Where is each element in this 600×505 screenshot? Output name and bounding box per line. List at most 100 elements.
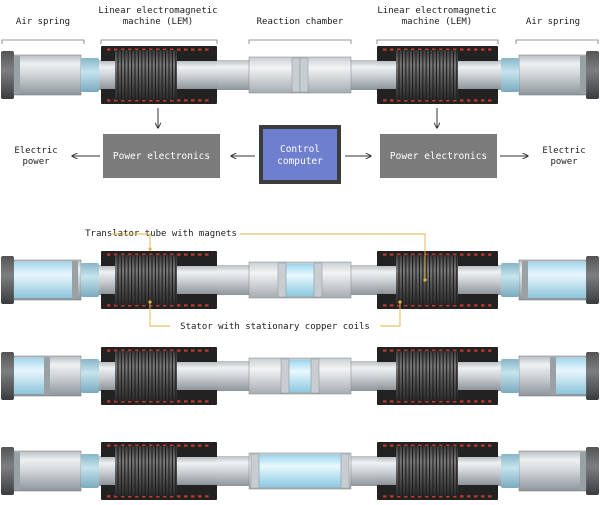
copper-coil-left: [149, 304, 153, 307]
lem-label-left-line1: Linear electromagnetic: [98, 6, 217, 16]
reaction-chamber-gas: [285, 263, 315, 297]
copper-coil-right: [425, 304, 429, 307]
copper-coil-left: [107, 304, 111, 307]
copper-coil-right: [467, 99, 471, 102]
copper-coil-left: [149, 99, 153, 102]
copper-coil-right: [439, 444, 443, 447]
copper-coil-right: [453, 444, 457, 447]
copper-coil-left: [121, 304, 125, 307]
air-spring-cylinder-right: [518, 450, 587, 492]
copper-coil-right: [432, 349, 436, 352]
copper-coil-left: [205, 400, 209, 403]
copper-coil-left: [184, 444, 188, 447]
air-spring-label-right: Air spring: [526, 17, 580, 27]
copper-coil-left: [121, 349, 125, 352]
electric-power-label-right-line2: power: [550, 157, 578, 167]
control-computer-label-line1: Control: [280, 144, 320, 155]
copper-coil-right: [418, 495, 422, 498]
copper-coil-right: [390, 444, 394, 447]
copper-coil-left: [107, 349, 111, 352]
copper-coil-left: [191, 349, 195, 352]
copper-coil-right: [446, 444, 450, 447]
stator-callout-line: [149, 302, 401, 327]
copper-coil-left: [149, 495, 153, 498]
lem-bracket-left: [100, 39, 218, 44]
copper-coil-right: [460, 400, 464, 403]
copper-coil-right: [397, 304, 401, 307]
copper-coil-right: [439, 349, 443, 352]
copper-coil-left: [177, 48, 181, 51]
copper-coil-left: [142, 99, 146, 102]
copper-coil-left: [156, 48, 160, 51]
copper-coil-right: [439, 99, 443, 102]
reaction-chamber-label: Reaction chamber: [257, 17, 344, 27]
piston-face-left: [250, 453, 260, 489]
copper-coil-right: [411, 400, 415, 403]
copper-coil-right: [474, 99, 478, 102]
translator-callout-dot-right: [423, 278, 427, 282]
copper-coil-left: [191, 400, 195, 403]
copper-coil-left: [170, 304, 174, 307]
copper-coil-left: [191, 304, 195, 307]
copper-coil-left: [107, 400, 111, 403]
air-spring-gas-left: [14, 358, 44, 394]
copper-coil-left: [114, 253, 118, 256]
copper-coil-left: [184, 253, 188, 256]
copper-coil-left: [198, 253, 202, 256]
copper-coil-right: [481, 99, 485, 102]
copper-coil-left: [177, 99, 181, 102]
copper-coil-left: [142, 495, 146, 498]
copper-coil-right: [460, 253, 464, 256]
copper-coil-right: [432, 400, 436, 403]
copper-coil-left: [191, 495, 195, 498]
generator-assembly-stage-2: [1, 347, 599, 405]
copper-coil-left: [191, 444, 195, 447]
copper-coil-right: [432, 99, 436, 102]
stator-callout-dot-left: [148, 300, 152, 304]
power-electronics-label-left: Power electronics: [113, 151, 210, 162]
copper-coil-left: [184, 349, 188, 352]
copper-coil-right: [390, 400, 394, 403]
copper-coil-left: [205, 99, 209, 102]
copper-coil-left: [128, 349, 132, 352]
copper-coil-left: [107, 495, 111, 498]
copper-coil-right: [488, 349, 492, 352]
copper-coil-left: [142, 304, 146, 307]
copper-coil-left: [184, 495, 188, 498]
copper-coil-left: [163, 304, 167, 307]
copper-coil-right: [439, 304, 443, 307]
copper-coil-left: [135, 99, 139, 102]
copper-coil-left: [107, 253, 111, 256]
copper-coil-right: [418, 304, 422, 307]
air-spring-piston-left: [14, 56, 20, 94]
copper-coil-left: [177, 400, 181, 403]
copper-coil-left: [156, 444, 160, 447]
translator-callout-line: [112, 233, 426, 280]
copper-coil-left: [156, 304, 160, 307]
copper-coil-right: [390, 304, 394, 307]
copper-coil-left: [163, 400, 167, 403]
lem-label-right-line2: machine (LEM): [402, 17, 472, 27]
copper-coil-left: [135, 349, 139, 352]
air-spring-cylinder-left: [13, 450, 82, 492]
copper-coil-right: [404, 99, 408, 102]
end-cap-left: [1, 447, 14, 495]
copper-coil-left: [156, 400, 160, 403]
copper-coil-left: [184, 304, 188, 307]
copper-coil-left: [205, 48, 209, 51]
copper-coil-left: [135, 253, 139, 256]
end-cap-left: [1, 352, 14, 400]
copper-coil-left: [149, 48, 153, 51]
copper-coil-left: [149, 349, 153, 352]
copper-coil-right: [404, 304, 408, 307]
copper-coil-right: [467, 444, 471, 447]
copper-coil-right: [425, 495, 429, 498]
copper-coil-right: [390, 253, 394, 256]
copper-coil-left: [135, 400, 139, 403]
coupler-left: [81, 58, 99, 92]
copper-coil-left: [121, 48, 125, 51]
end-cap-right: [586, 447, 599, 495]
copper-coil-right: [439, 48, 443, 51]
copper-coil-left: [198, 48, 202, 51]
